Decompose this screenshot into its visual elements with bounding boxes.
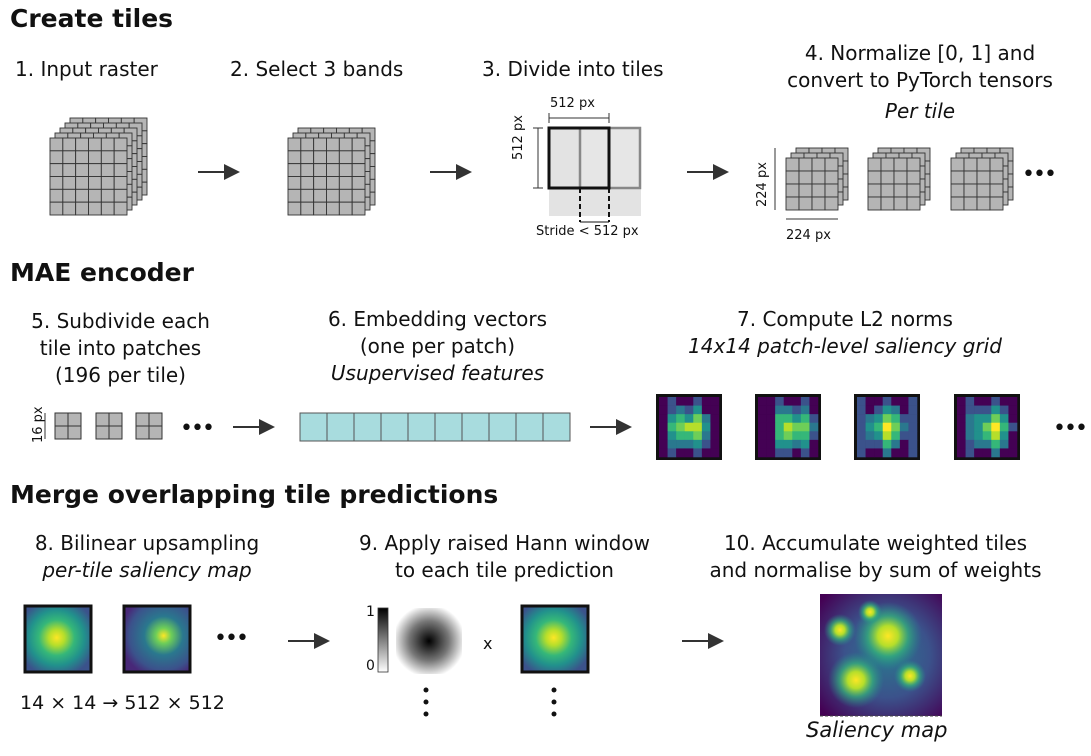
input-raster-stack — [49, 117, 148, 216]
step-9-line-2: to each tile prediction — [395, 558, 614, 582]
step-7-label: 7. Compute L2 norms 14x14 patch-level sa… — [660, 306, 1030, 360]
hann-colorbar — [377, 607, 389, 673]
step-7-line-2: 14x14 patch-level saliency grid — [688, 334, 1002, 358]
embedding-cell — [515, 412, 544, 442]
step-4-line-2: convert to PyTorch tensors — [787, 68, 1053, 92]
section-merge: Merge overlapping tile predictions — [10, 480, 499, 509]
step-4-line-1: 4. Normalize [0, 1] and — [804, 41, 1036, 65]
embedding-vectors — [299, 412, 571, 442]
tensor-stack-3 — [950, 147, 1014, 211]
section-create-tiles: Create tiles — [10, 4, 174, 33]
vertical-ellipsis-dot — [551, 711, 557, 717]
embedding-cell — [380, 412, 409, 442]
saliency-grid-2 — [755, 394, 821, 460]
upsampled-map-1 — [23, 604, 93, 674]
hann-scale-min: 0 — [366, 658, 375, 674]
step-2-label: 2. Select 3 bands — [230, 57, 404, 81]
vertical-ellipsis-dot — [423, 687, 429, 693]
vertical-ellipsis-dot — [423, 699, 429, 705]
weighted-tile-map — [520, 604, 590, 674]
saliency-grid-4 — [954, 394, 1020, 460]
vertical-ellipsis-dot — [551, 687, 557, 693]
step-5-line-2: tile into patches — [39, 336, 202, 360]
embedding-cell — [353, 412, 382, 442]
step-5-line-3: (196 per tile) — [55, 363, 186, 387]
upsample-size-label: 14 × 14 → 512 × 512 — [20, 692, 225, 714]
step-9-label: 9. Apply raised Hann window to each tile… — [342, 530, 667, 584]
hann-window — [396, 608, 462, 674]
embedding-cell — [407, 412, 436, 442]
tensor-stack-2 — [867, 147, 931, 211]
step-10-label: 10. Accumulate weighted tiles and normal… — [688, 530, 1063, 584]
upsampled-map-2 — [122, 604, 192, 674]
final-saliency-map — [820, 594, 942, 717]
step-6-line-1: 6. Embedding vectors — [327, 307, 548, 331]
embedding-cell — [488, 412, 517, 442]
step-3-label: 3. Divide into tiles — [482, 57, 664, 81]
embedding-cell — [434, 412, 463, 442]
stride-label: Stride < 512 px — [536, 224, 639, 239]
three-band-stack — [287, 127, 376, 216]
tensor-width-label: 224 px — [786, 228, 831, 243]
patch-1 — [54, 412, 82, 440]
step-6-label: 6. Embedding vectors (one per patch) Usu… — [300, 306, 575, 387]
step-8-label: 8. Bilinear upsampling per-tile saliency… — [12, 530, 282, 584]
step-6-line-2: (one per patch) — [359, 334, 516, 358]
patches-ellipsis: ••• — [180, 416, 215, 441]
grids-ellipsis: ••• — [1053, 416, 1088, 441]
embedding-cell — [461, 412, 490, 442]
saliency-grid-1 — [656, 394, 722, 460]
step-1-label: 1. Input raster — [15, 57, 158, 81]
step-8-line-1: 8. Bilinear upsampling — [34, 531, 260, 555]
step-8-line-2: per-tile saliency map — [42, 558, 252, 582]
step-4-per-tile: Per tile — [884, 99, 956, 123]
tile-width-label: 512 px — [550, 96, 595, 111]
step-10-line-1: 10. Accumulate weighted tiles — [723, 531, 1028, 555]
step-10-line-2: and normalise by sum of weights — [709, 558, 1042, 582]
step-7-line-1: 7. Compute L2 norms — [737, 307, 953, 331]
vertical-ellipsis-dot — [551, 699, 557, 705]
vertical-ellipsis-dot — [423, 711, 429, 717]
embedding-cell — [542, 412, 571, 442]
saliency-map-caption: Saliency map — [806, 718, 948, 742]
patch-2 — [95, 412, 123, 440]
step-5-line-1: 5. Subdivide each — [31, 309, 210, 333]
embedding-cell — [326, 412, 355, 442]
step-5-label: 5. Subdivide each tile into patches (196… — [8, 308, 233, 389]
patch-3 — [135, 412, 163, 440]
tensor-stack-1 — [785, 147, 849, 211]
maps-ellipsis: ••• — [214, 626, 249, 651]
step-4-label: 4. Normalize [0, 1] and convert to PyTor… — [760, 40, 1080, 125]
multiply-sign: x — [483, 634, 493, 653]
hann-scale-max: 1 — [366, 604, 375, 620]
step-6-line-3: Usupervised features — [330, 361, 545, 385]
step-9-line-1: 9. Apply raised Hann window — [359, 531, 650, 555]
embedding-cell — [299, 412, 328, 442]
tiles-ellipsis: ••• — [1022, 162, 1057, 187]
section-mae-encoder: MAE encoder — [10, 258, 194, 287]
saliency-grid-3 — [854, 394, 920, 460]
